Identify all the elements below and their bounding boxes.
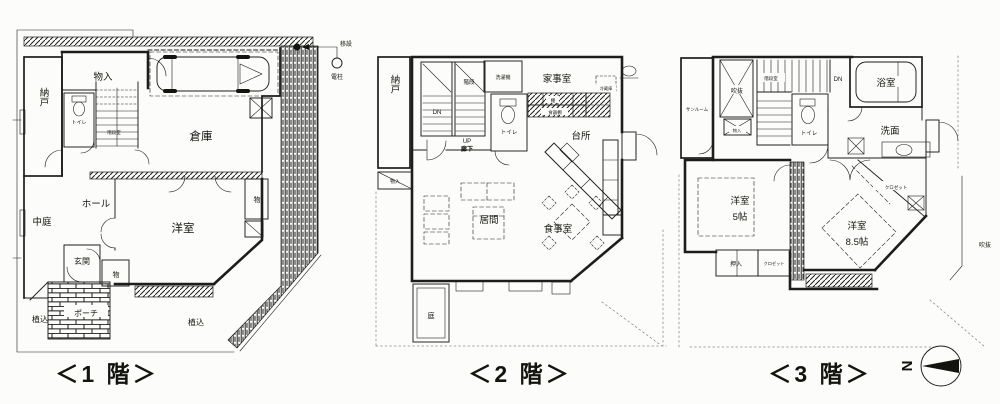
floor3-hall-doors — [829, 159, 871, 181]
floor1-doors — [44, 57, 232, 283]
floor1-label-souko: 倉庫 — [190, 129, 213, 143]
floor1-label-mono-upper: 物 — [254, 195, 261, 204]
floor3-label-dn: DN — [834, 77, 843, 83]
floor3-toilet — [791, 93, 829, 164]
floor2-label-tana: 棚 — [551, 97, 556, 104]
floor3-label-jou-b: 8.5帖 — [846, 236, 869, 248]
floor1-caption: ＜1 階＞ — [55, 361, 158, 387]
floor3-label-kaidanshitsu: 階段室 — [764, 75, 778, 82]
floor3-void-annotation: 吹抜 — [949, 175, 991, 281]
floor3-plan: 吹抜 — [678, 55, 991, 387]
floor1-label-nando: 納戸 — [38, 87, 50, 108]
floor3-label-senmen: 洗面 — [880, 125, 899, 137]
floor1-stairs — [95, 81, 139, 149]
floor3-label-sunroom: サンルーム — [686, 107, 709, 113]
floor2-label-dn: DN — [433, 110, 442, 116]
floor3-storage-box — [723, 118, 752, 136]
floor2-caption: ＜2 階＞ — [468, 361, 571, 387]
floor3-closet-right — [851, 159, 925, 217]
floor3-bedroom-furniture — [697, 164, 897, 269]
floor1-label-porch: ポーチ — [74, 309, 98, 318]
floor3-label-monoire: 物入 — [733, 127, 742, 134]
floor1-label-genkan: 玄関 — [74, 256, 90, 266]
floor1-porch-label-bg — [64, 305, 108, 317]
floor3-label-closet-right: クロゼット — [885, 184, 908, 191]
floor2-label-shokkidana: 食器棚 — [548, 109, 562, 116]
floor2-label-daidokoro: 台所 — [571, 130, 591, 142]
floor2-stairs — [420, 61, 486, 161]
floor2-walls — [377, 55, 658, 343]
floor2-label-monoire: 物入 — [390, 178, 400, 185]
floor2-label-shokujishitsu: 食事室 — [544, 223, 573, 235]
floor1-label-uekomi-right: 植込 — [188, 317, 204, 327]
floor2-dining-furniture — [541, 184, 605, 251]
floor3-bath — [847, 61, 917, 122]
floor1-toilet-fixture — [71, 95, 87, 117]
floor3-void-box — [719, 59, 754, 118]
floor3-label-youshitsu-a: 洋室 — [730, 195, 749, 207]
floor2-label-ima: 居間 — [479, 215, 498, 226]
floor3-caption: ＜3 階＞ — [768, 361, 871, 387]
floor1-label-monoire: 物入 — [93, 71, 113, 83]
floor2-label-up: UP — [463, 139, 471, 145]
floor3-washroom-fixtures — [847, 137, 931, 158]
compass-needle — [922, 359, 959, 373]
floor2-label-rouka: 廊下 — [461, 145, 473, 153]
floor2-label-kajishitsu: 家事室 — [543, 73, 572, 85]
floor2-refrigerator — [595, 75, 617, 92]
floor2-label-nando: 納戸 — [389, 74, 401, 95]
floor2-label-niwa: 庭 — [428, 311, 435, 320]
floor1-site-boundary — [12, 29, 322, 353]
compass-circle — [920, 345, 962, 387]
utility-pole-label: 電柱 — [331, 73, 343, 81]
floor3-label-toire: トイレ — [801, 131, 818, 137]
floor2-laundry-box — [483, 60, 523, 93]
floor3-label-oshiire: 押入 — [730, 260, 742, 268]
floor2-label-toire: トイレ — [501, 130, 518, 136]
floor3-site-boundary — [678, 55, 986, 348]
floor2-kitchen-counter — [544, 139, 623, 236]
floor1-storage-boxes — [244, 97, 273, 238]
floor1-label-mono-lower: 物 — [113, 270, 120, 279]
compass: N — [899, 345, 962, 387]
floor2-living-furniture — [423, 182, 515, 245]
floor1-car — [149, 51, 279, 97]
floor1-label-nakaniwa: 中庭 — [32, 216, 52, 228]
floor1-plan: 移設 電柱 — [12, 29, 352, 387]
floor3-label-yokushitsu: 浴室 — [876, 77, 895, 89]
floor2-label-kaidan: 階段 — [463, 78, 475, 86]
floor3-fukinuke-site-label: 吹抜 — [979, 241, 991, 249]
floor2-label-sentakuki: 洗濯機 — [495, 74, 510, 81]
floor2-counter — [527, 92, 611, 118]
floor1-label-kaidanshitsu: 階段室 — [107, 129, 121, 136]
floor3-label-youshitsu-b: 洋室 — [847, 220, 866, 232]
floor2-sink-fixture — [619, 65, 639, 79]
floor3-closets-bottom — [715, 249, 791, 277]
floor3-label-jou-a: 5帖 — [733, 211, 748, 223]
floor3-stairs — [756, 59, 831, 146]
floor1-label-toire: トイレ — [71, 120, 86, 126]
floor1-label-youshitsu: 洋室 — [172, 221, 195, 235]
relocation-note: 移設 — [340, 40, 352, 48]
floor2-toilet — [490, 93, 528, 166]
floor3-label-closet-bottom: クロゼット — [764, 260, 785, 267]
floor1-label-uekomi-left: 植込 — [32, 314, 48, 324]
floor1-label-hall: ホール — [82, 199, 111, 210]
compass-north-label: N — [899, 361, 916, 372]
floor3-label-fukinuke: 吹抜 — [731, 87, 743, 95]
floor1-pole-annotation: 移設 電柱 — [293, 40, 352, 81]
floor2-label-reizouko: 冷蔵庫 — [600, 85, 613, 92]
floor3-walls — [680, 55, 959, 291]
floor2-plan: 納戸 物入 階段 DN UP 廊下 トイレ 洗濯機 家事室 棚 食器棚 冷蔵庫 … — [375, 55, 667, 387]
